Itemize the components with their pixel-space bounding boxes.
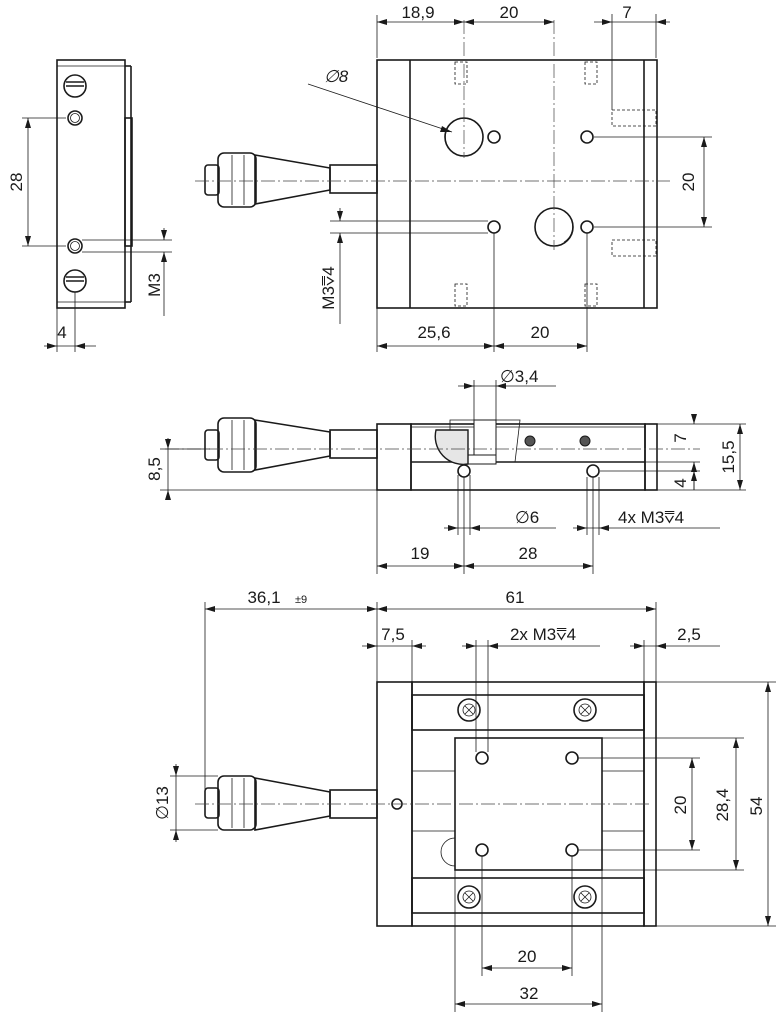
dim-4x-m3: 4x M3⩢4	[618, 508, 684, 527]
screw-head-icon	[63, 269, 87, 293]
dim-36-1: 36,1	[247, 588, 280, 607]
threaded-hole-icon	[487, 130, 501, 144]
dim-28-4: 28,4	[713, 788, 732, 821]
screw-head-icon	[573, 885, 597, 909]
dim-m3-depth: M3⩢4	[319, 266, 338, 309]
dim-m3: M3	[145, 273, 164, 297]
dim-54: 54	[747, 797, 766, 816]
dim-2-5: 2,5	[677, 625, 701, 644]
side-view: 28 M3 4	[7, 59, 172, 352]
dim-19: 19	[411, 544, 430, 563]
dim-2x-m3: 2x M3⩢4	[510, 625, 576, 644]
dim-dia-13: ∅13	[153, 786, 172, 820]
screw-icon	[579, 435, 591, 447]
dim-7-5: 7,5	[381, 625, 405, 644]
micrometer-drive	[204, 775, 378, 831]
dim-25-6: 25,6	[417, 323, 450, 342]
threaded-hole-icon	[580, 220, 594, 234]
dim-15-5: 15,5	[719, 440, 738, 473]
side-view-rail	[124, 117, 133, 247]
dim-36-1-tolerance: ±9	[295, 594, 307, 606]
threaded-hole-icon	[475, 843, 489, 857]
threaded-hole-icon	[580, 130, 594, 144]
threaded-hole-icon	[565, 843, 579, 857]
threaded-hole-icon	[565, 751, 579, 765]
screw-icon	[524, 435, 536, 447]
dim-20-plan-h: 20	[518, 947, 537, 966]
threaded-hole-icon	[487, 220, 501, 234]
dim-32: 32	[520, 984, 539, 1003]
dim-dia-8: ∅8	[324, 67, 349, 86]
screw-head-icon	[457, 698, 481, 722]
screw-head-icon	[63, 74, 87, 98]
dim-4: 4	[57, 323, 66, 342]
dim-28: 28	[7, 173, 26, 192]
screw-head-icon	[573, 698, 597, 722]
micrometer-drive	[204, 152, 378, 208]
dim-28-front: 28	[519, 544, 538, 563]
threaded-hole-icon	[457, 464, 471, 478]
dim-8-5: 8,5	[145, 457, 164, 481]
side-view-body	[56, 59, 126, 309]
front-view-base	[376, 423, 412, 491]
threaded-hole-icon	[586, 464, 600, 478]
threaded-hole-icon	[67, 110, 83, 126]
dim-20-bottom: 20	[531, 323, 550, 342]
section-cut	[434, 419, 521, 466]
dim-7-front: 7	[671, 433, 690, 442]
micrometer-drive	[204, 417, 378, 473]
dim-4-front: 4	[671, 478, 690, 487]
plan-view: 36,1 ±9 61 7,5 2x M3⩢4 2,5 ∅13	[153, 588, 776, 1012]
front-view: ∅3,4 7 15,5 4 8,5 ∅6	[145, 367, 746, 574]
dim-20-right: 20	[679, 173, 698, 192]
dim-20-plan-v: 20	[671, 796, 690, 815]
dim-20-top: 20	[500, 3, 519, 22]
dim-61: 61	[506, 588, 525, 607]
dim-7-top: 7	[622, 3, 631, 22]
threaded-hole-icon	[475, 751, 489, 765]
dim-18-9: 18,9	[401, 3, 434, 22]
screw-head-icon	[457, 885, 481, 909]
dim-dia-6: ∅6	[515, 508, 539, 527]
top-view: 18,9 20 7 ∅8 20 M3⩢4	[195, 3, 712, 352]
top-view-body	[376, 59, 658, 309]
threaded-hole-icon	[67, 238, 83, 254]
dim-dia-3-4: ∅3,4	[500, 367, 538, 386]
